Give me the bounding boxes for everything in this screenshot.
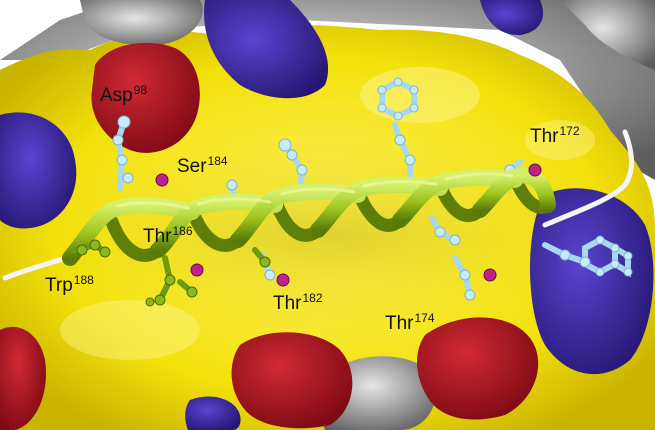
- label-thr186: Thr186: [143, 224, 193, 247]
- blue-patch-bottom: [185, 396, 241, 430]
- blue-patch-top-right: [480, 0, 544, 36]
- oxygen-atoms: [155, 163, 542, 287]
- alpha-helix-ribbon: [62, 167, 556, 266]
- label-thr174: Thr174: [385, 311, 435, 334]
- red-patch-left: [0, 326, 46, 430]
- red-patch-bottom-right: [417, 317, 539, 420]
- label-ser184: Ser184: [177, 154, 228, 177]
- blue-patch-left: [0, 112, 77, 229]
- label-trp188: Trp188: [45, 273, 94, 296]
- label-thr172: Thr172: [530, 124, 580, 147]
- gray-patch-right: [560, 0, 655, 70]
- red-patch-bottom-center: [231, 332, 353, 429]
- coil-right: [542, 129, 634, 228]
- blue-patch-right: [530, 188, 654, 375]
- gray-patch-top: [80, 0, 203, 46]
- label-thr182: Thr182: [273, 291, 323, 314]
- blue-patch-top: [204, 0, 329, 99]
- label-asp98: Asp98: [100, 83, 148, 106]
- side-chain-atoms: [112, 77, 633, 301]
